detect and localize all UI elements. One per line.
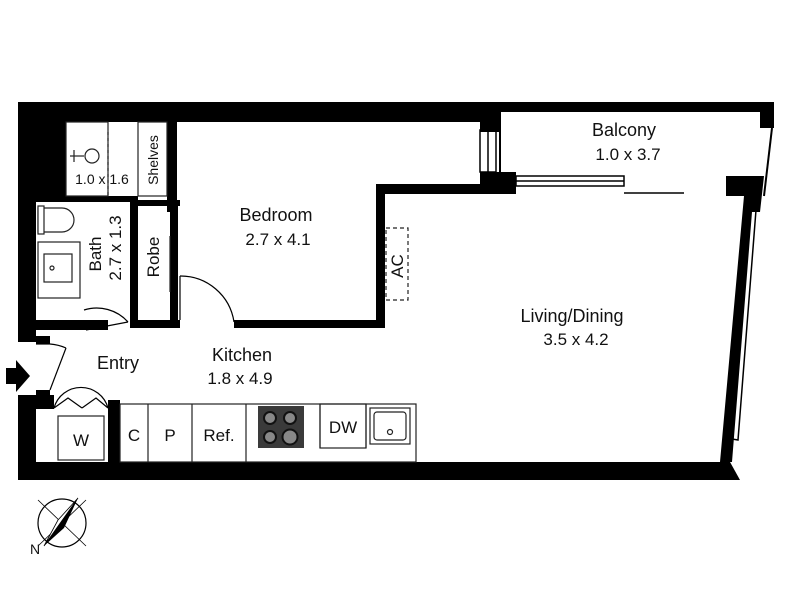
basin-icon [43, 253, 73, 283]
wall-bath-robe [130, 196, 138, 326]
cupboard-c-label: C [128, 426, 140, 445]
wall-shelves-bedroom [167, 122, 177, 212]
kitchen-bench [119, 403, 417, 463]
door-jamb-upper [36, 336, 50, 344]
ac-label: AC [388, 254, 407, 278]
burner-icon [281, 428, 299, 446]
doors [36, 132, 235, 409]
window-living [725, 207, 757, 441]
wall-laundry-top-left [36, 395, 54, 409]
dishwasher-label: DW [329, 418, 357, 437]
compass: N [30, 497, 87, 557]
wall-robe-bottom [130, 320, 180, 328]
wall-shower-bath [36, 196, 136, 202]
windows [479, 129, 757, 441]
wall-laundry-right [108, 400, 120, 464]
fixtures [37, 121, 417, 463]
living-name: Living/Dining [520, 306, 623, 326]
door-laundry-right [81, 397, 109, 409]
balcony-dims: 1.0 x 3.7 [595, 145, 660, 164]
door-laundry-swing [53, 386, 109, 409]
wall-left-lower [18, 395, 36, 480]
robe-label: Robe [144, 237, 163, 278]
shower-dims: 1.0 x 1.6 [75, 171, 129, 187]
living-dims: 3.5 x 4.2 [543, 330, 608, 349]
ac-unit [385, 227, 409, 301]
wall-bedroom-living-vertical [376, 184, 385, 328]
door-entry-swing [49, 343, 67, 349]
sink [369, 407, 411, 445]
toilet-icon [37, 207, 75, 233]
door-bedroom-swing [179, 275, 235, 323]
door-laundry-left [53, 397, 83, 409]
wall-robe-top [136, 200, 180, 206]
wall-bedroom-top-right [480, 122, 500, 132]
compass-north-label: N [30, 541, 40, 557]
shelves-label: Shelves [145, 135, 161, 185]
sink-tap-icon [386, 428, 394, 436]
pantry-label: P [164, 426, 175, 445]
door-bath-swing [83, 307, 129, 323]
wall-top [18, 102, 500, 122]
door-bath-leaf [85, 321, 129, 331]
compass-ring [37, 498, 87, 548]
bedroom-dims: 2.7 x 4.1 [245, 230, 310, 249]
balcony-name: Balcony [592, 120, 656, 140]
room-labels: Balcony 1.0 x 3.7 Bedroom 2.7 x 4.1 Livi… [73, 120, 661, 450]
door-entry-leaf [49, 347, 67, 391]
fridge-label: Ref. [203, 426, 234, 445]
wall-left-upper [18, 102, 36, 342]
wall-robe-right [170, 200, 178, 328]
bath-name: Bath [86, 237, 105, 272]
shelves [137, 121, 168, 197]
washer-label: W [73, 431, 89, 450]
burner-icon [263, 430, 277, 444]
shower-drain-icon [84, 148, 100, 164]
washer [57, 415, 105, 461]
door-jamb-lower [36, 390, 50, 398]
wall-bedroom-bottom [234, 320, 385, 328]
vanity [37, 241, 81, 299]
wall-bath-bottom [36, 320, 108, 330]
bedroom-name: Bedroom [239, 205, 312, 225]
cooktop [258, 406, 304, 448]
wall-balcony-right-post [760, 102, 774, 128]
wall-bedroom-living [376, 184, 516, 194]
wall-balcony-top [500, 102, 774, 112]
kitchen-name: Kitchen [212, 345, 272, 365]
wall-bottom [18, 462, 740, 480]
balcony-right-edge [763, 127, 773, 197]
dishwasher [319, 403, 367, 449]
entry-arrow-icon [6, 360, 30, 392]
burner-icon [283, 411, 297, 425]
kitchen-dims: 1.8 x 4.9 [207, 369, 272, 388]
interior-walls [36, 122, 516, 464]
burner-icon [263, 411, 277, 425]
shower [65, 121, 109, 197]
bath-dims: 2.7 x 1.3 [106, 215, 125, 280]
entry-name: Entry [97, 353, 139, 373]
